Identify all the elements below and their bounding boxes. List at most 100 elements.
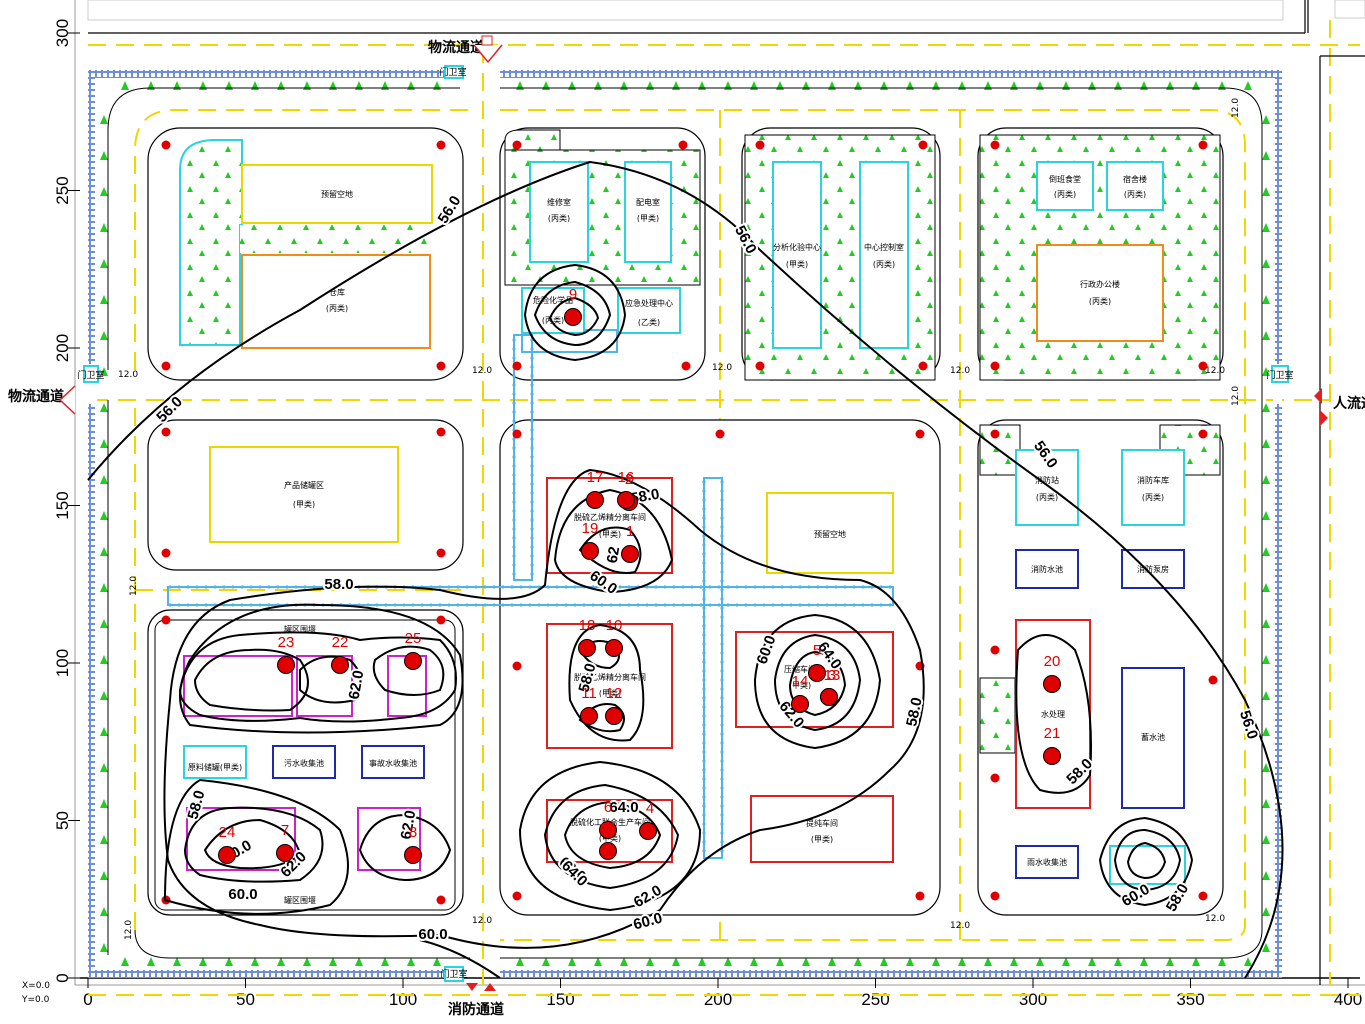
pipe-node xyxy=(512,383,516,387)
pipe-rack-nodes xyxy=(168,338,892,853)
pipe-node xyxy=(530,554,534,558)
tree-icon xyxy=(1062,81,1070,90)
pipe-node xyxy=(564,603,568,607)
tree-icon xyxy=(100,799,108,808)
pipe-node xyxy=(600,585,604,589)
tree-icon xyxy=(1262,763,1270,772)
lamp-icon xyxy=(990,891,1000,901)
tree-icon xyxy=(173,957,181,966)
pipe-node xyxy=(825,585,829,589)
x-tick-label: 250 xyxy=(861,990,889,1009)
pipe-node xyxy=(530,356,534,360)
tree-icon xyxy=(100,727,108,736)
pipe-node xyxy=(530,572,534,576)
svg-text:12.0: 12.0 xyxy=(950,921,970,931)
pipe-node xyxy=(530,509,534,513)
tree-icon xyxy=(594,81,602,90)
pipe-node xyxy=(456,603,460,607)
svg-text:(甲类): (甲类) xyxy=(786,259,808,269)
lamp-icon xyxy=(918,140,928,150)
pipe-node xyxy=(249,603,253,607)
tree-icon xyxy=(1036,81,1044,90)
pipe-node xyxy=(720,624,724,628)
svg-text:门卫室: 门卫室 xyxy=(439,66,466,78)
waste-water xyxy=(272,745,336,779)
pipe-node xyxy=(411,603,415,607)
noise-source-marker xyxy=(586,491,604,509)
pipe-node xyxy=(492,585,496,589)
pipe-node xyxy=(564,585,568,589)
pipe-node xyxy=(168,603,172,607)
pipe-node xyxy=(530,536,534,540)
pipe-node xyxy=(177,603,181,607)
x-tick-label: 300 xyxy=(1019,990,1047,1009)
lamp-icon xyxy=(678,140,688,150)
pipe-node xyxy=(726,585,730,589)
noise-source-marker xyxy=(820,688,838,706)
pipe-node xyxy=(702,633,706,637)
noise-source-label: 8 xyxy=(409,824,417,841)
pipe-node xyxy=(702,777,706,781)
svg-text:消防泵房: 消防泵房 xyxy=(1137,564,1169,574)
pipe-node xyxy=(312,585,316,589)
tree-icon xyxy=(646,81,654,90)
pipe-node xyxy=(720,696,724,700)
pipe-node xyxy=(222,603,226,607)
pipe-node xyxy=(690,603,694,607)
pipe-node xyxy=(672,603,676,607)
tree-icon xyxy=(698,957,706,966)
lamp-icon xyxy=(512,361,522,371)
pipe-node xyxy=(702,525,706,529)
noise-source-marker xyxy=(404,652,422,670)
pipe-node xyxy=(753,585,757,589)
lamp-icon xyxy=(990,361,1000,371)
pipe-node xyxy=(530,527,534,531)
tree-icon xyxy=(100,619,108,628)
pipe-node xyxy=(702,615,706,619)
contour-label: 62 xyxy=(604,545,624,564)
tree-icon xyxy=(147,957,155,966)
pipe-node xyxy=(702,561,706,565)
channel-right: 人流通道 xyxy=(1314,388,1365,426)
tree-icon xyxy=(121,81,129,90)
tree-icon xyxy=(672,81,680,90)
pipe-node xyxy=(195,603,199,607)
pipe-node xyxy=(512,563,516,567)
svg-text:(丙类): (丙类) xyxy=(548,213,570,223)
pipe-node xyxy=(530,410,534,414)
lamp-icon xyxy=(1198,429,1208,439)
tree-icon xyxy=(199,957,207,966)
svg-text:(丙类): (丙类) xyxy=(326,303,348,313)
pipe-node xyxy=(702,795,706,799)
pipe-node xyxy=(501,603,505,607)
svg-text:危险化学品: 危险化学品 xyxy=(533,295,573,305)
tree-icon xyxy=(1262,295,1270,304)
pipe-node xyxy=(186,603,190,607)
svg-text:(乙类): (乙类) xyxy=(638,317,660,327)
noise-source-marker xyxy=(1043,675,1061,693)
warehouse xyxy=(241,254,431,349)
svg-text:蓄水池: 蓄水池 xyxy=(1141,732,1165,742)
svg-text:门卫室: 门卫室 xyxy=(440,968,467,980)
tree-icon xyxy=(1036,957,1044,966)
tree-icon xyxy=(1262,439,1270,448)
lamp-icon xyxy=(161,140,171,150)
y-tick-label: 150 xyxy=(53,491,72,519)
pipe-node xyxy=(510,603,514,607)
pipe-node xyxy=(303,585,307,589)
pipe-node xyxy=(888,603,892,607)
tree-icon xyxy=(355,81,363,90)
tree-icon xyxy=(1114,81,1122,90)
tree-icon xyxy=(100,547,108,556)
storage-pool xyxy=(1121,667,1185,809)
svg-text:产品储罐区: 产品储罐区 xyxy=(284,480,324,490)
pipe-node xyxy=(654,603,658,607)
pipe-node xyxy=(720,633,724,637)
repair-room xyxy=(529,161,589,263)
svg-text:12.0: 12.0 xyxy=(712,363,732,373)
origin-x-label: X=0.0 xyxy=(22,981,50,991)
pipe-node xyxy=(702,714,706,718)
tree-icon xyxy=(1218,81,1226,90)
pipe-node xyxy=(834,585,838,589)
tree-icon xyxy=(1262,907,1270,916)
